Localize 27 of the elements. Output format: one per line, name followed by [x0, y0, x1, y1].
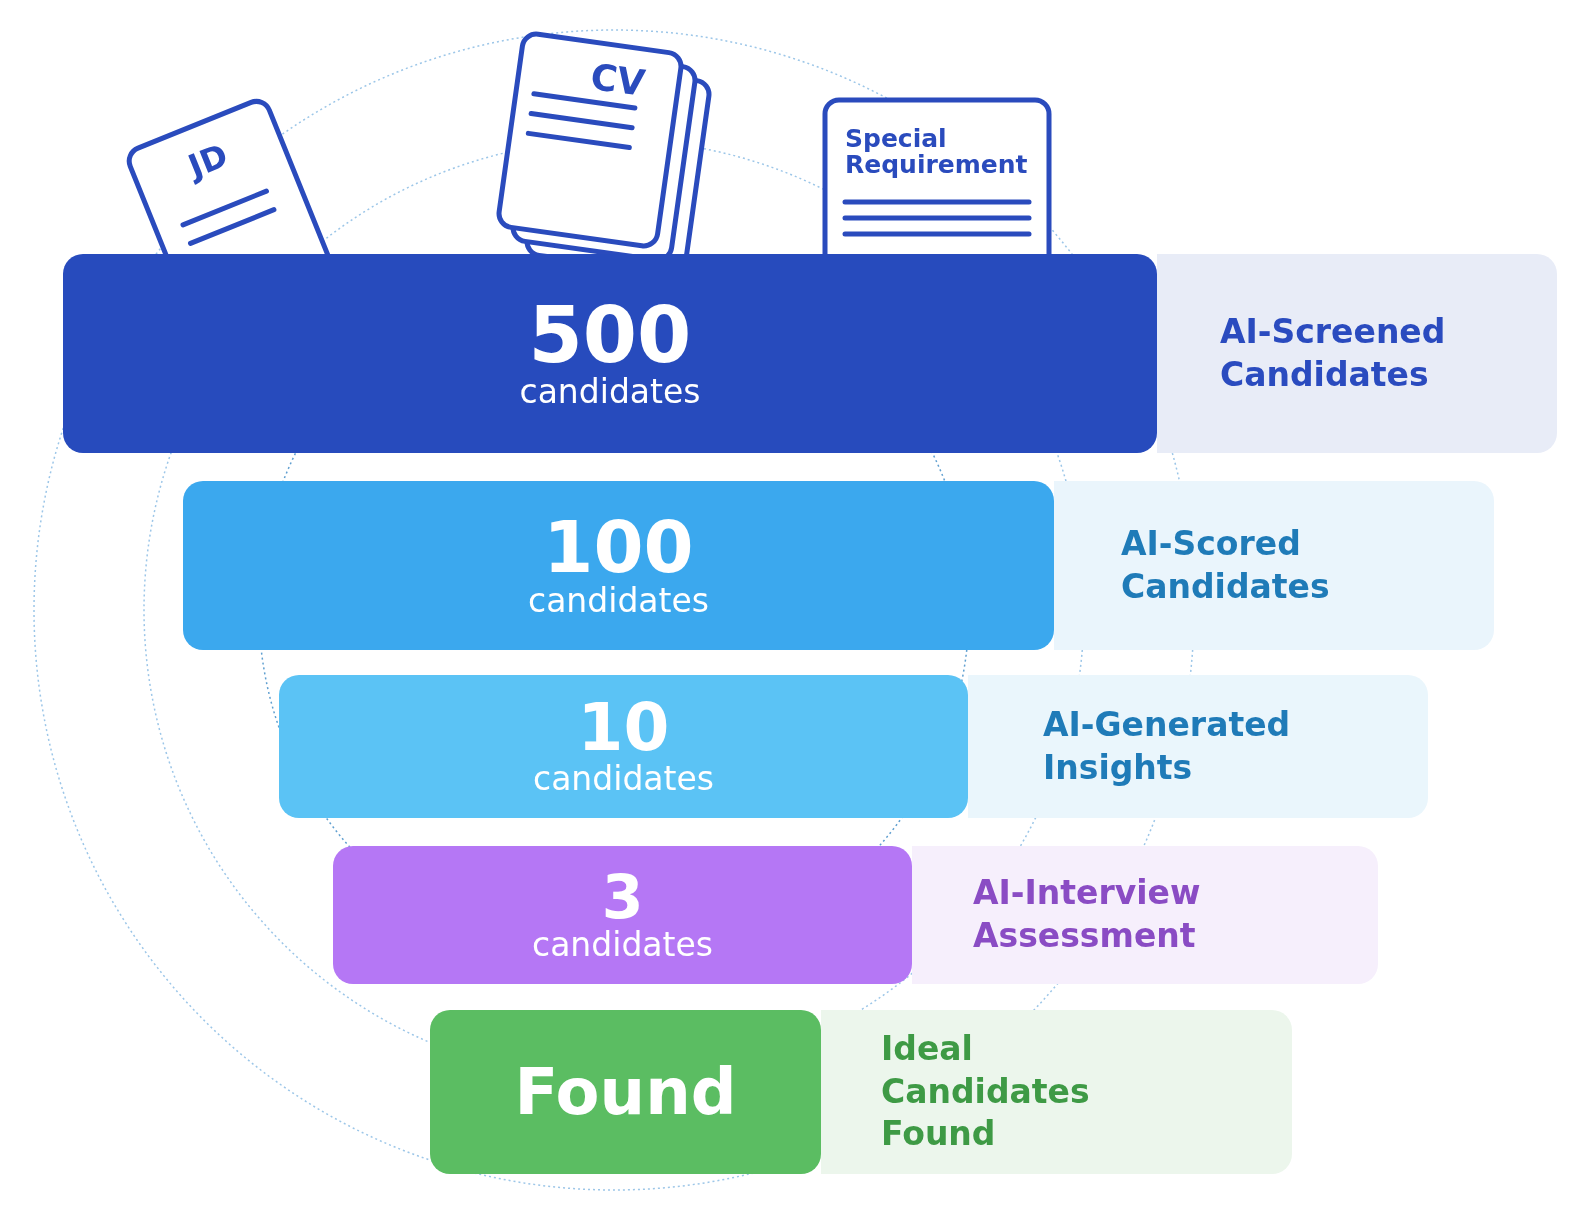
- funnel-stage-bar: [279, 675, 968, 818]
- stage-unit: candidates: [519, 374, 701, 411]
- stage-unit: candidates: [533, 761, 714, 798]
- stage-label-panel: [968, 675, 1428, 818]
- stage-count: 100: [543, 511, 694, 584]
- stage-count: Found: [514, 1060, 737, 1124]
- stage-label: AI-Interview Assessment: [973, 872, 1202, 957]
- stage-label: AI-Screened Candidates: [1220, 310, 1447, 396]
- stage-label-panel: [1157, 254, 1557, 453]
- stage-count: 3: [601, 866, 644, 927]
- stage-label-panel: [912, 846, 1378, 984]
- stage-unit: candidates: [532, 926, 713, 964]
- stage-label: AI-Generated Insights: [1043, 703, 1292, 789]
- document-title: JD: [184, 138, 233, 185]
- funnel-stage-bar: [63, 254, 1157, 453]
- funnel-stage-bar: [183, 481, 1054, 650]
- document-title: CV: [588, 57, 648, 103]
- stage-count: 500: [528, 296, 692, 375]
- stage-label-panel: [821, 1010, 1292, 1174]
- stage-label: Ideal Candidates Found: [881, 1027, 1091, 1156]
- document-title: Special Requirement: [845, 126, 1028, 179]
- funnel-stage-bar: [430, 1010, 821, 1174]
- stage-label: AI-Scored Candidates: [1121, 522, 1331, 608]
- stage-unit: candidates: [528, 583, 709, 620]
- stage-label-panel: [1054, 481, 1494, 650]
- stage-count: 10: [577, 695, 670, 762]
- funnel-stage-bar: [333, 846, 912, 984]
